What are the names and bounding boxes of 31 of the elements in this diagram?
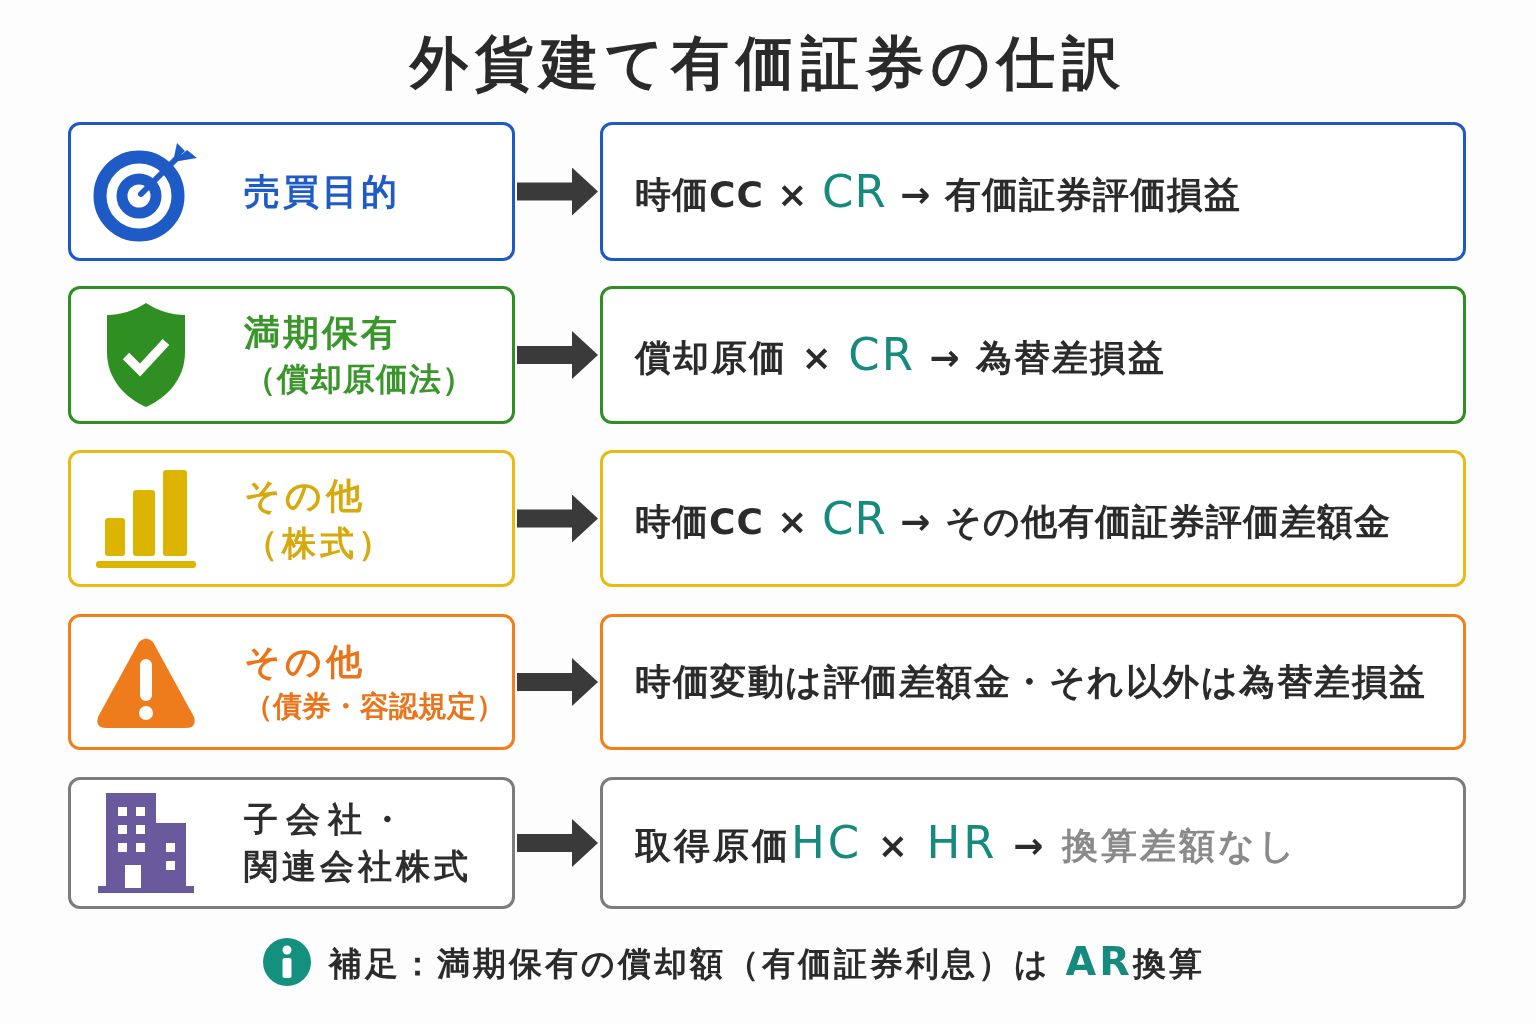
result-box (600, 122, 1466, 261)
arrow (517, 494, 598, 543)
arrow (517, 819, 598, 867)
category-sublabel: （株式） (244, 522, 396, 564)
category-sublabel: （債券・容認規定） (244, 689, 505, 724)
formula-text: 時価CC × CR → 有価証券評価損益 (635, 164, 1241, 219)
arrow (517, 167, 598, 216)
result-box (600, 777, 1466, 909)
category-sublabel: （償却原価法） (244, 360, 475, 399)
category-box (68, 777, 515, 909)
note-text: 補足：満期保有の償却額（有価証券利息）は AR換算 (329, 938, 1205, 986)
result-box (600, 450, 1466, 587)
formula-text: 償却原価 × CR → 為替差損益 (635, 328, 1167, 382)
arrow (517, 331, 598, 379)
result-box (600, 614, 1466, 750)
formula-text: 時価CC × CR → その他有価証券評価差額金 (635, 491, 1391, 546)
formula-text: 時価変動は評価差額金・それ以外は為替差損益 (635, 660, 1427, 704)
category-label: 満期保有 (244, 311, 400, 355)
category-box (68, 614, 515, 750)
category-sublabel: 関連会社株式 (244, 846, 472, 887)
category-label: その他 (244, 640, 366, 684)
category-box (68, 450, 515, 587)
arrow (517, 658, 598, 706)
result-box (600, 286, 1466, 424)
formula-text: 取得原価HC × HR → 換算差額なし (635, 816, 1298, 870)
category-label: 売買目的 (244, 169, 400, 214)
title: 外貨建て有価証券の仕訳 (409, 30, 1127, 97)
category-box (68, 122, 515, 261)
category-box (68, 286, 515, 424)
category-label: 子会社・ (244, 799, 412, 840)
category-label: その他 (244, 473, 366, 517)
